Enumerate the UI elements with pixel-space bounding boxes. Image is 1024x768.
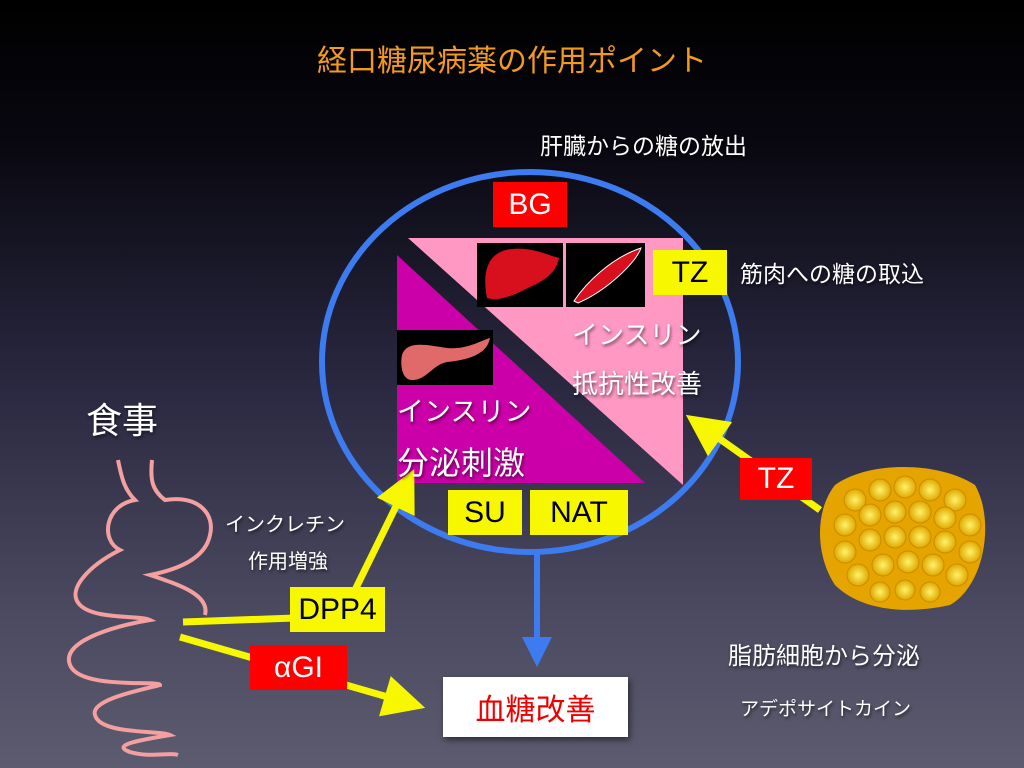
agi-drug-label: αGI <box>250 645 347 690</box>
muscle-image <box>566 243 645 307</box>
tz-muscle-drug-label: TZ <box>653 250 727 295</box>
intestine-drawing <box>66 459 179 757</box>
bg-drug-label: BG <box>493 182 567 227</box>
resistance-line2: 抵抗性改善 <box>572 370 703 400</box>
fat-secretion-label: 脂肪細胞から分泌 <box>728 642 920 670</box>
secretion-line2: 分泌刺激 <box>397 444 526 482</box>
tz-fat-drug-label: TZ <box>740 458 812 500</box>
dpp4-line <box>182 614 296 626</box>
secretion-line1: インスリン <box>397 397 532 428</box>
liver-image <box>477 243 563 307</box>
pancreas-image <box>397 330 493 385</box>
insulin-secretion-triangle <box>397 255 645 483</box>
blood-glucose-improvement-box: 血糖改善 <box>443 677 628 737</box>
page-title: 経口糖尿病薬の作用ポイント <box>317 44 707 79</box>
fat-cells-image <box>820 466 986 610</box>
nat-drug-label: NAT <box>530 490 628 535</box>
liver-glucose-release-label: 肝臓からの糖の放出 <box>540 134 747 160</box>
dpp4-arrow <box>351 469 415 592</box>
meal-label: 食事 <box>86 401 159 442</box>
incretin-line2: 作用増強 <box>248 549 328 573</box>
dpp4-drug-label: DPP4 <box>290 587 385 632</box>
incretin-line1: インクレチン <box>225 512 345 536</box>
pancreas-liver-circle <box>319 169 741 555</box>
su-drug-label: SU <box>448 490 522 535</box>
resistance-line1: インスリン <box>572 321 702 351</box>
muscle-glucose-uptake-label: 筋肉への糖の取込 <box>740 262 924 288</box>
adipocytokine-label: アデポサイトカイン <box>740 698 912 720</box>
